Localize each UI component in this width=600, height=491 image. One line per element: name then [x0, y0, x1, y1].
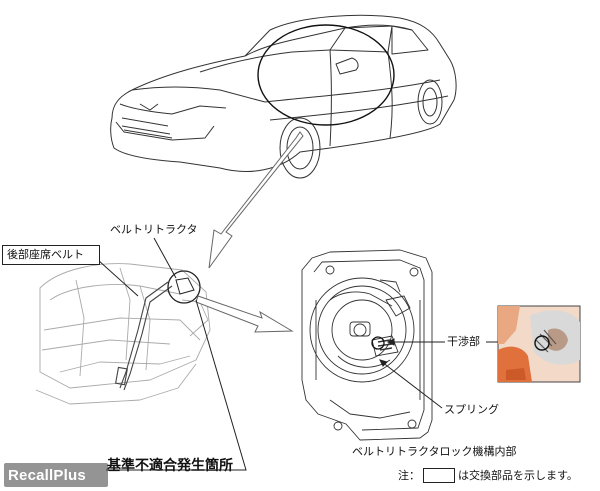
label-belt-retractor: ベルトリトラクタ: [110, 223, 198, 236]
retractor-highlight: [167, 270, 201, 304]
label-box-rear-seat-belt: [2, 245, 100, 265]
label-rear-seat-belt: 後部座席ベルト: [7, 248, 84, 261]
watermark-logo: [4, 463, 108, 487]
label-nonconformity-location: 基準不適合発生箇所: [107, 458, 233, 474]
note-prefix: 注：: [398, 469, 420, 482]
note-suffix: は交換部品を示します。: [458, 469, 578, 482]
note-legend-box: [423, 467, 455, 483]
seat-belt: [115, 281, 173, 391]
label-spring: スプリング: [444, 403, 499, 416]
pointer-arrow-car: [208, 131, 304, 269]
pointer-arrow-mechanism: [195, 295, 294, 333]
rear-seat-illustration: [35, 263, 211, 405]
watermark-text: RecallPlus: [8, 467, 86, 484]
retractor-mechanism-illustration: [301, 249, 433, 441]
car-illustration: [110, 14, 457, 179]
replacement-note: 注： は交換部品を示します。: [398, 467, 578, 483]
leader-rear-belt: [97, 259, 139, 297]
leader-defect: [106, 299, 247, 471]
leader-retractor: [153, 237, 177, 279]
part-photo: [497, 305, 581, 383]
label-retractor-lock-mechanism: ベルトリトラクタロック機構内部: [352, 445, 517, 458]
label-interference-part: 干渉部: [447, 335, 480, 348]
